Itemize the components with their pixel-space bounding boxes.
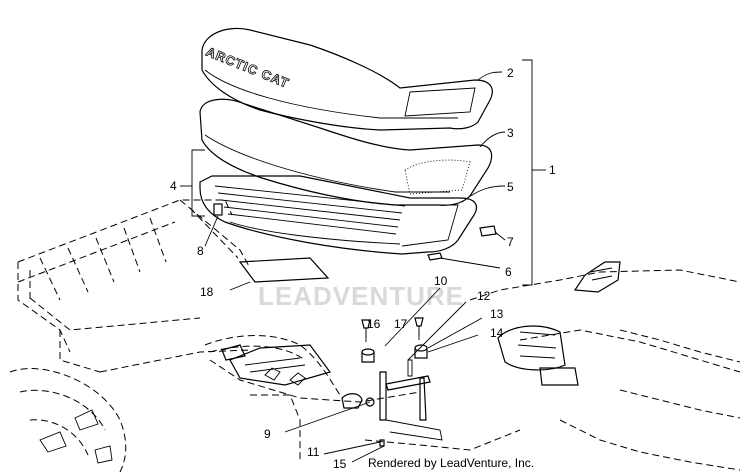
callout-labels: 2 3 1 5 4 7 8 6 10 18 12 13 16 17 14 9 1… [170,66,556,471]
credit-line: Rendered by LeadVenture, Inc. [368,456,534,470]
atv-handlebar-and-headlight [469,261,741,471]
atv-tail-section [209,344,421,403]
callout-13: 13 [490,307,504,321]
seat-base-pan [199,175,478,255]
callout-6: 6 [505,265,512,279]
leader-lines [180,59,546,463]
callout-16: 16 [367,317,381,331]
callout-14: 14 [490,326,504,340]
callout-3: 3 [507,126,514,140]
screw-part-6 [427,252,443,261]
callout-18: 18 [200,285,214,299]
fastener-stack-17 [414,317,428,359]
pad-part-18 [238,257,330,283]
bracket-part-8 [213,203,223,216]
callout-5: 5 [507,180,514,194]
callout-2: 2 [507,66,514,80]
callout-8: 8 [197,244,204,258]
callout-17: 17 [394,317,408,331]
atv-rear-tire [9,368,127,472]
atv-rear-fender [204,335,521,462]
clip-part-7 [479,225,497,237]
callout-10: 10 [434,274,448,288]
callout-1: 1 [549,163,556,177]
atv-rear-rack [17,199,251,373]
callout-12: 12 [477,289,491,303]
callout-11: 11 [307,445,320,459]
callout-15: 15 [333,457,347,471]
callout-7: 7 [507,235,514,249]
seat-brand-lettering: ARCTIC CAT [204,44,292,91]
seat-cover: ARCTIC CAT [201,27,493,131]
callout-4: 4 [170,179,177,193]
callout-9: 9 [264,427,271,441]
seat-latch-bracket [341,359,443,447]
watermark: LEADVENTURE [258,281,464,311]
